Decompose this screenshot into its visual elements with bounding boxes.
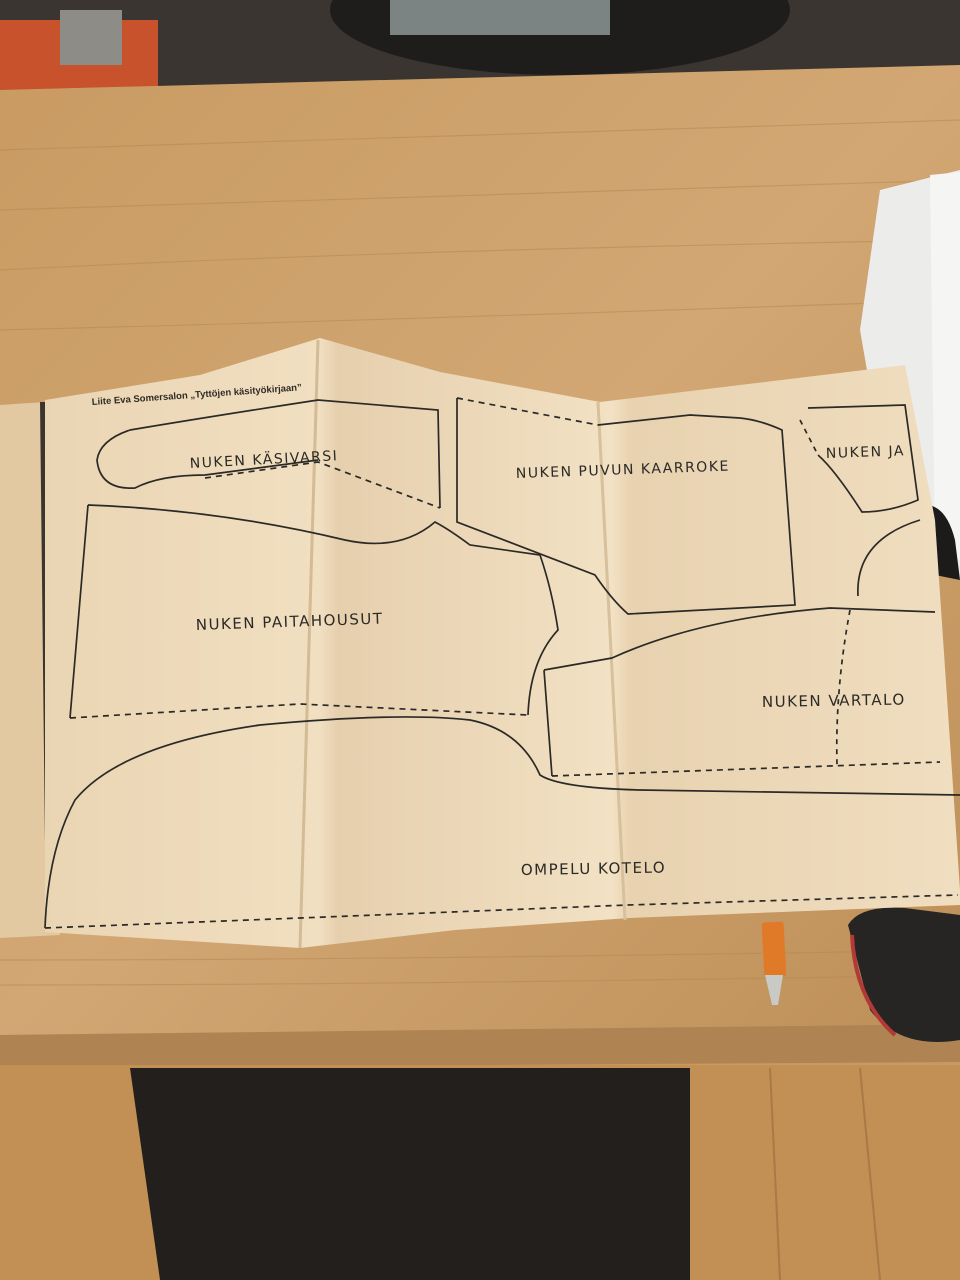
- white-paper-sheet: [930, 172, 960, 560]
- pattern-label-leg: NUKEN JA: [826, 443, 906, 462]
- leg-dashed: [799, 419, 819, 456]
- case-dashed: [44, 894, 959, 929]
- body-dashed: [551, 761, 941, 777]
- yoke-outline: [456, 398, 796, 615]
- yoke-dashed: [456, 397, 599, 426]
- pattern-sheet: [45, 338, 960, 948]
- body-round: [857, 519, 921, 597]
- pattern-label-case: OMPELU KOTELO: [521, 858, 667, 879]
- fold-line-1: [298, 339, 320, 949]
- pattern-label-yoke: NUKEN PUVUN KAARROKE: [516, 459, 731, 482]
- leg-outline: [807, 404, 919, 513]
- floor-planks: [769, 1067, 881, 1280]
- pattern-outlines: [44, 397, 960, 929]
- chair-dark: [130, 1068, 690, 1280]
- pattern-label-body: NUKEN VARTALO: [762, 690, 906, 711]
- mouse-accent: [850, 934, 897, 1037]
- shirt-outline: [69, 504, 559, 719]
- stapler-metal: [60, 10, 122, 65]
- pen-tip: [765, 975, 783, 1005]
- computer-mouse: [848, 907, 960, 1042]
- gray-device: [390, 0, 610, 35]
- case-outline: [44, 716, 960, 929]
- body-outline: [543, 607, 936, 777]
- arm-dashed: [204, 461, 441, 509]
- fold-line-2: [596, 401, 627, 921]
- wood-grain: [0, 119, 960, 986]
- desk-edge: [0, 1010, 960, 1068]
- pen: [761, 921, 787, 978]
- arm-outline: [96, 399, 441, 509]
